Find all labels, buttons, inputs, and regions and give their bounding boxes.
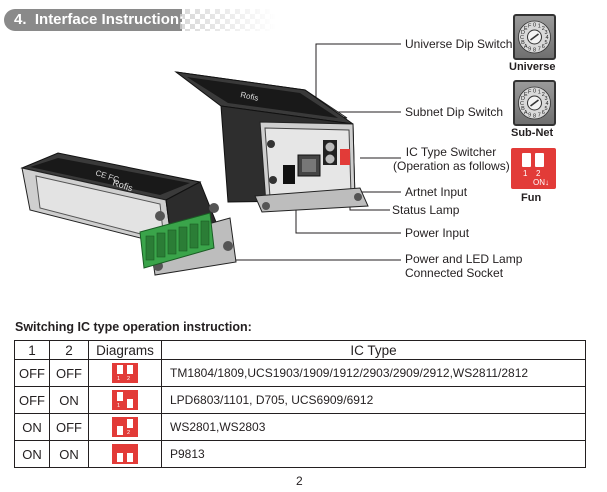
dial-char: 6 <box>542 110 545 116</box>
power-input-label: Power Input <box>405 226 470 240</box>
dial-char: F <box>528 24 532 30</box>
dial-char: 1 <box>538 24 541 30</box>
col-header-ic-type: IC Type <box>161 340 586 360</box>
ic-switcher-line2: (Operation as follows) <box>393 159 510 173</box>
page-number: 2 <box>296 474 303 488</box>
fun-on: ON↓ <box>533 178 549 187</box>
col-header-2: 2 <box>49 340 89 360</box>
dial-char: 5 <box>544 40 547 46</box>
dial-char: 5 <box>544 106 547 112</box>
dial-char: 3 <box>544 96 547 102</box>
dial-char: 0 <box>533 23 536 29</box>
fun-dip-switch-icon: 1 2 ON↓ <box>511 148 556 189</box>
dial-char: 8 <box>533 114 536 120</box>
header-pattern <box>180 9 276 31</box>
status-lamp-label: Status Lamp <box>392 203 460 217</box>
dial-char: 8 <box>533 48 536 54</box>
subnet-caption: Sub-Net <box>511 127 554 139</box>
dial-char: F <box>528 90 532 96</box>
cell-switch1: ON <box>14 440 50 468</box>
fun-pos1: 1 <box>523 169 528 178</box>
cell-switch2: ON <box>49 440 89 468</box>
header-bar <box>4 9 182 31</box>
dial-char: 2 <box>542 92 545 98</box>
rear-brand: Rofis <box>240 90 260 103</box>
table-title: Switching IC type operation instruction: <box>15 320 252 334</box>
fun-switch-2 <box>535 153 544 167</box>
section-title: 4. Interface Instruction: <box>14 11 185 28</box>
fun-pos2: 2 <box>536 169 541 178</box>
universe-dip-label: Universe Dip Switch <box>405 37 513 51</box>
subnet-dip-label: Subnet Dip Switch <box>405 105 504 119</box>
dial-char: 4 <box>545 101 548 107</box>
ic-switcher-label: IC Type Switcher (Operation as follows) <box>393 145 510 173</box>
dial-slot <box>530 99 539 107</box>
dial-char: 0 <box>533 89 536 95</box>
fun-caption: Fun <box>521 192 542 204</box>
rear-unit: Rofis <box>174 71 369 213</box>
dial-char: A <box>524 110 528 116</box>
cell-switch1: OFF <box>14 386 50 414</box>
socket-line2: Connected Socket <box>405 266 504 280</box>
cell-ic-type: P9813 <box>161 440 586 468</box>
artnet-input-label: Artnet Input <box>405 185 468 199</box>
cell-ic-type: LPD6803/1101, D705, UCS6909/6912 <box>161 386 586 414</box>
col-header-diagrams: Diagrams <box>88 340 162 360</box>
dial-slot <box>530 33 539 41</box>
dial-char: 7 <box>538 47 541 53</box>
dial-char: D <box>521 96 525 102</box>
cell-ic-type: TM1804/1809,UCS1903/1909/1912/2903/2909/… <box>161 359 586 387</box>
dial-char: E <box>524 26 528 32</box>
table-header-row: 1 2 Diagrams IC Type <box>14 340 586 360</box>
socket-label: Power and LED Lamp Connected Socket <box>405 252 522 280</box>
dial-char: 2 <box>542 26 545 32</box>
universe-caption: Universe <box>509 61 556 73</box>
dial-char: 3 <box>544 30 547 36</box>
dial-char: B <box>521 40 525 46</box>
dial-char: E <box>524 92 528 98</box>
front-unit: CE FC Rofis <box>20 152 237 276</box>
col-header-1: 1 <box>14 340 50 360</box>
dial-char: A <box>524 44 528 50</box>
section-header: 4. Interface Instruction: <box>4 9 276 33</box>
cell-switch2: ON <box>49 386 89 414</box>
socket-line1: Power and LED Lamp <box>405 252 523 266</box>
fun-switch-1 <box>522 153 531 167</box>
device-illustration: Rofis CE FC Rofis <box>20 43 401 276</box>
dial-char: 9 <box>528 113 531 119</box>
dial-char: C <box>520 101 524 107</box>
ic-switcher-line1: IC Type Switcher <box>405 145 497 159</box>
dial-char: 7 <box>538 113 541 119</box>
dial-char: 4 <box>545 35 548 41</box>
cell-ic-type: WS2801,WS2803 <box>161 413 586 441</box>
dial-char: 1 <box>538 90 541 96</box>
dial-char: B <box>521 106 525 112</box>
cell-switch2: OFF <box>49 413 89 441</box>
dial-char: C <box>520 35 524 41</box>
cell-switch2: OFF <box>49 359 89 387</box>
dial-char: 6 <box>542 44 545 50</box>
dial-char: D <box>521 30 525 36</box>
cell-switch1: OFF <box>14 359 50 387</box>
cell-switch1: ON <box>14 413 50 441</box>
dial-char: 9 <box>528 47 531 53</box>
